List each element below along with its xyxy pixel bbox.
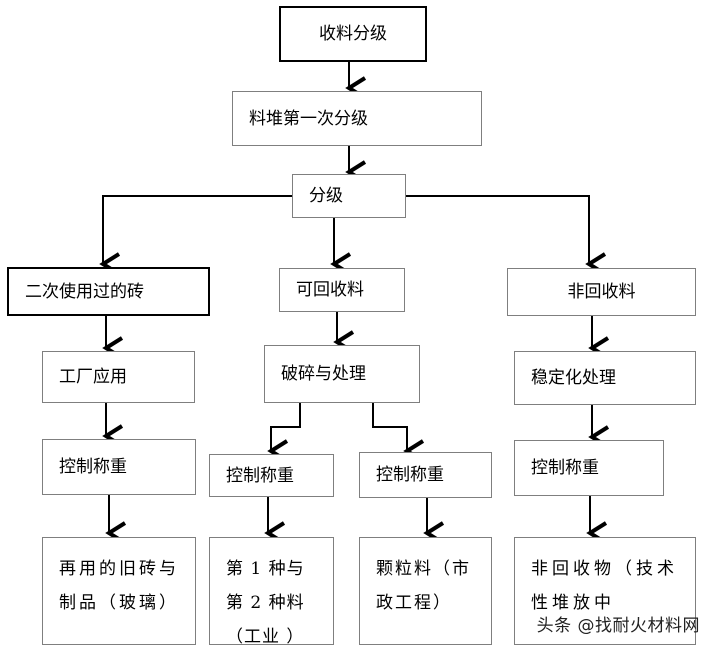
node-non-recyclable: 非回收料 <box>507 268 696 316</box>
node-label: 再用的旧砖与制品（玻璃） <box>59 559 179 613</box>
node-label: 控制称重 <box>531 458 599 478</box>
node-label: 工厂应用 <box>59 367 127 387</box>
node-label: 控制称重 <box>59 457 127 477</box>
node-label: 收料分级 <box>319 24 387 44</box>
node-label: 分级 <box>309 186 343 206</box>
node-weigh-mid2: 控制称重 <box>359 452 492 498</box>
node-stabilize: 稳定化处理 <box>514 351 696 405</box>
node-label: 破碎与处理 <box>281 364 366 384</box>
node-weigh-left: 控制称重 <box>42 439 196 495</box>
node-weigh-right: 控制称重 <box>514 440 664 496</box>
node-label: 可回收料 <box>296 280 364 300</box>
node-label: 控制称重 <box>226 465 294 486</box>
arrow-crush-to-weigh2 <box>372 403 425 463</box>
node-label: 料堆第一次分级 <box>249 108 368 129</box>
node-recyclable: 可回收料 <box>279 268 405 312</box>
node-label: 二次使用过的砖 <box>25 281 144 302</box>
node-weigh-mid1: 控制称重 <box>209 454 334 497</box>
node-label: 颗粒料（市政工程） <box>376 559 471 613</box>
node-factory-use: 工厂应用 <box>42 351 195 403</box>
node-label: 非回收物（技术性堆放中 <box>531 559 678 613</box>
node-out-mid1: 第 1 种与第 2 种料（工业 ） <box>209 537 334 647</box>
arrow-grade-to-reuse <box>99 195 292 276</box>
node-crush: 破碎与处理 <box>264 345 420 403</box>
node-pile-grade: 料堆第一次分级 <box>232 91 482 146</box>
node-label: 非回收料 <box>567 282 636 302</box>
node-out-right: 非回收物（技术性堆放中 <box>514 537 696 645</box>
node-collect: 收料分级 <box>279 6 427 62</box>
arrow-crush-to-weigh1 <box>267 403 301 463</box>
watermark: 头条 @找耐火材料网 <box>536 616 700 636</box>
node-out-left: 再用的旧砖与制品（玻璃） <box>42 537 196 645</box>
node-label: 第 1 种与第 2 种料（工业 ） <box>226 559 305 647</box>
node-out-mid2: 颗粒料（市政工程） <box>359 537 492 645</box>
node-label: 稳定化处理 <box>531 368 616 388</box>
node-reuse-brick: 二次使用过的砖 <box>7 267 210 316</box>
arrow-grade-to-nonrecyclable <box>406 195 607 276</box>
node-label: 控制称重 <box>376 465 444 485</box>
node-grade: 分级 <box>292 174 406 218</box>
